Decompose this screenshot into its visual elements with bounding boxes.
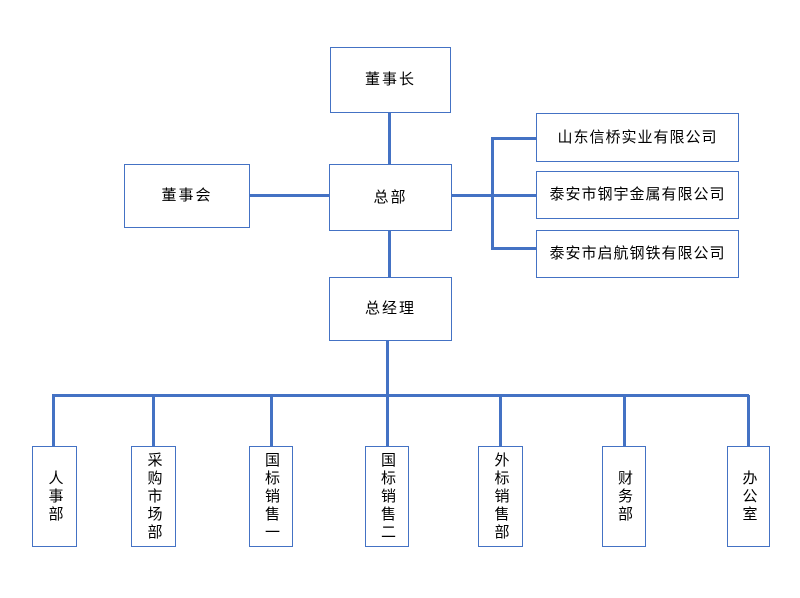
- node-dept-finance-label: 财务部: [616, 469, 632, 524]
- node-dept-hr-label: 人事部: [46, 469, 63, 524]
- connector-chairman-hq: [388, 113, 391, 164]
- node-board-label: 董事会: [161, 188, 213, 204]
- node-headquarters[interactable]: 总部: [329, 164, 452, 231]
- node-dept-hr[interactable]: 人事部: [32, 446, 77, 547]
- connector-gm-departments: [386, 341, 389, 446]
- node-chairman[interactable]: 董事长: [330, 47, 451, 113]
- connector-board-hq: [250, 194, 330, 197]
- node-general-manager-label: 总经理: [364, 301, 416, 317]
- connector-departments-bus: [52, 394, 749, 397]
- node-headquarters-label: 总部: [373, 189, 408, 206]
- node-company-taian-qihang-label: 泰安市启航钢铁有限公司: [549, 246, 726, 262]
- node-company-taian-gangyu-label: 泰安市钢宇金属有限公司: [549, 187, 726, 203]
- node-dept-domestic-sales-1-label: 国标销售一: [263, 451, 279, 542]
- node-board[interactable]: 董事会: [124, 164, 250, 228]
- node-chairman-label: 董事长: [364, 72, 416, 88]
- node-dept-foreign-sales-label: 外标销售部: [492, 451, 509, 542]
- connector-bracket-company1: [491, 137, 536, 140]
- connector-drop-dept2: [152, 395, 155, 446]
- node-dept-domestic-sales-1[interactable]: 国标销售一: [249, 446, 293, 547]
- node-company-taian-qihang[interactable]: 泰安市启航钢铁有限公司: [536, 230, 739, 278]
- node-company-shandong-xinqiao[interactable]: 山东信桥实业有限公司: [536, 113, 739, 162]
- connector-hq-gm: [388, 231, 391, 277]
- connector-drop-dept5: [499, 395, 502, 446]
- connector-drop-dept3: [270, 395, 273, 446]
- node-dept-office-label: 办公室: [740, 469, 757, 524]
- node-dept-domestic-sales-2[interactable]: 国标销售二: [365, 446, 409, 547]
- connector-companies-bracket: [491, 137, 494, 250]
- connector-bracket-company3: [491, 247, 536, 250]
- node-dept-office[interactable]: 办公室: [727, 446, 770, 547]
- node-dept-purchasing-market[interactable]: 采购市场部: [131, 446, 176, 547]
- connector-drop-dept7: [747, 395, 750, 446]
- connector-drop-dept1: [52, 395, 55, 446]
- node-company-shandong-xinqiao-label: 山东信桥实业有限公司: [557, 129, 718, 146]
- node-general-manager[interactable]: 总经理: [329, 277, 452, 341]
- node-company-taian-gangyu[interactable]: 泰安市钢宇金属有限公司: [536, 171, 739, 219]
- node-dept-purchasing-market-label: 采购市场部: [145, 451, 162, 542]
- connector-hq-companies: [452, 194, 536, 197]
- node-dept-foreign-sales[interactable]: 外标销售部: [478, 446, 523, 547]
- node-dept-finance[interactable]: 财务部: [602, 446, 646, 547]
- connector-drop-dept6: [623, 395, 626, 446]
- node-dept-domestic-sales-2-label: 国标销售二: [379, 451, 395, 542]
